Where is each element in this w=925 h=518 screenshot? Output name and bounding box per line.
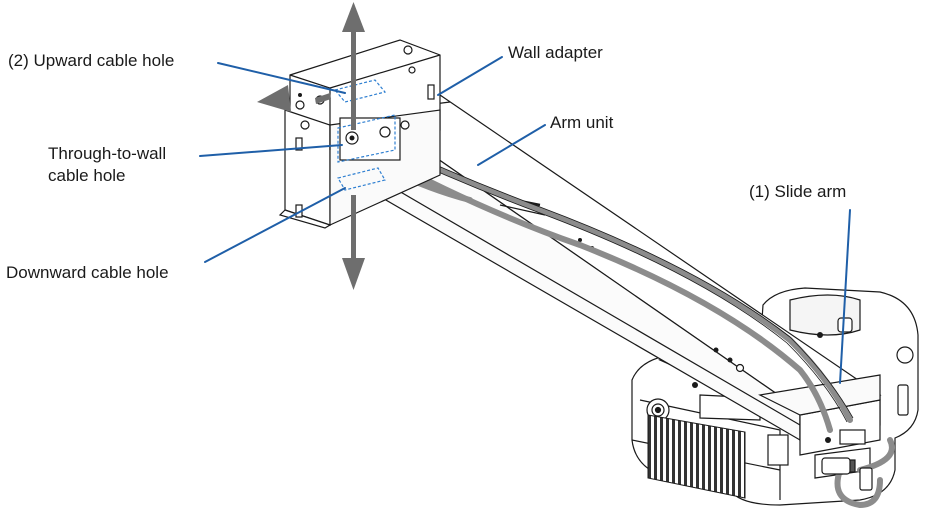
connector-plug <box>821 457 851 475</box>
label-wall-adapter: Wall adapter <box>508 43 603 62</box>
cable-outlines <box>377 138 854 423</box>
up-arrow-shaft <box>351 30 356 130</box>
cable-hole-markers <box>333 79 396 191</box>
label-through-to-wall-line1: Through-to-wall <box>48 144 167 163</box>
leader-wall-adapter <box>437 56 503 96</box>
label-downward-cable-hole: Downward cable hole <box>6 263 169 282</box>
label-arm-unit: Arm unit <box>550 113 614 132</box>
downward-cable-hole-marker <box>337 167 386 191</box>
leader-slide-arm <box>839 209 851 384</box>
down-arrow-icon <box>342 258 365 290</box>
leader-through-to-wall <box>199 144 343 157</box>
up-arrow-icon <box>342 2 365 32</box>
upward-cable-hole-marker <box>333 79 387 103</box>
leader-arm-unit <box>477 124 546 166</box>
connector-plug-end <box>859 467 873 491</box>
label-through-to-wall-cable-hole: Through-to-wall cable hole <box>48 143 208 187</box>
direction-arrows <box>257 2 365 290</box>
projector-vent <box>647 414 746 499</box>
back-arrow-shaft <box>315 93 331 104</box>
down-arrow-shaft <box>351 195 356 260</box>
label-through-to-wall-line2: cable hole <box>48 166 126 185</box>
leader-downward-cable-hole <box>204 187 346 263</box>
leader-upward-cable-hole <box>217 62 346 94</box>
label-upward-cable-hole: (2) Upward cable hole <box>8 51 175 70</box>
leader-lines <box>199 56 851 384</box>
label-slide-arm: (1) Slide arm <box>749 182 847 201</box>
back-arrow-icon <box>257 85 291 112</box>
